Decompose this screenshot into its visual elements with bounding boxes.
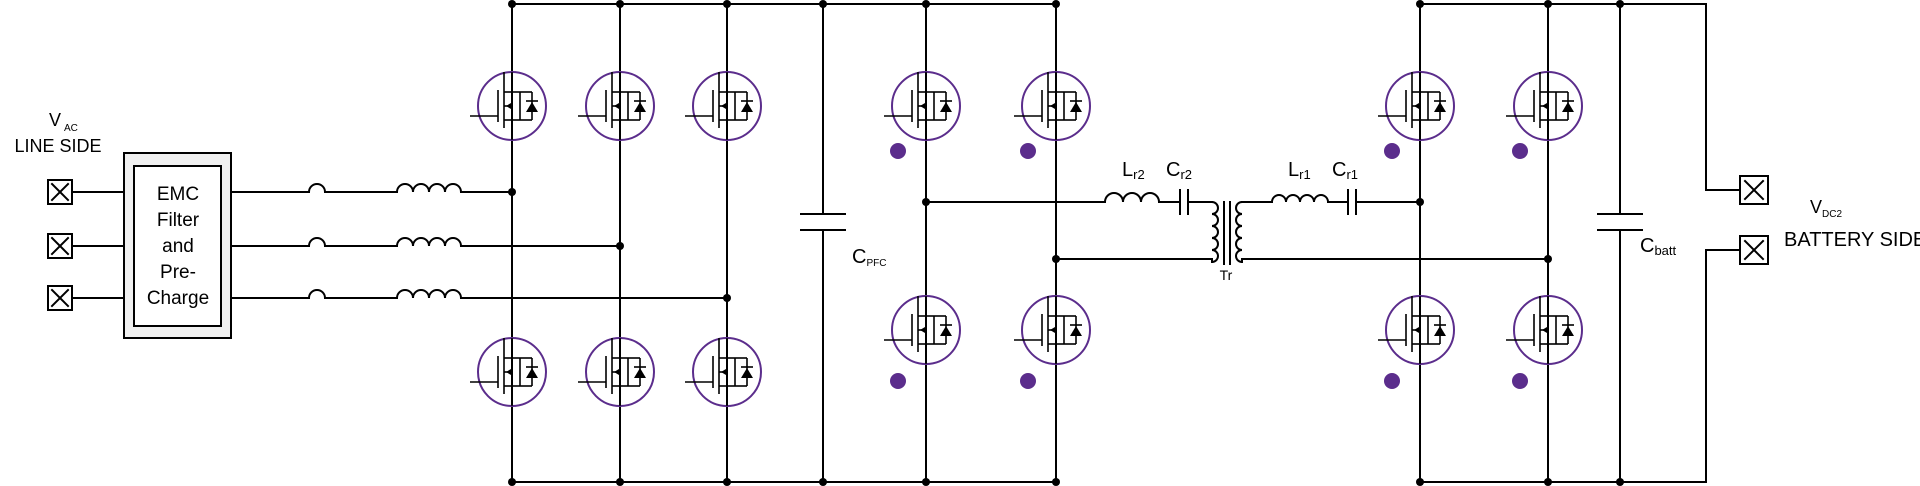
terminal-cross xyxy=(50,182,70,202)
mosfet-switch xyxy=(684,337,762,407)
boost-inductor xyxy=(396,183,462,193)
cpfc-label-sub: PFC xyxy=(866,258,886,269)
mosfet-switch xyxy=(1505,71,1583,141)
transformer-label: Tr xyxy=(1220,267,1233,283)
cbatt-label-main: C xyxy=(1640,235,1654,257)
mosfet-switch xyxy=(1505,295,1583,365)
transformer-primary xyxy=(1211,201,1219,263)
boost-inductor xyxy=(396,237,462,247)
battery-wire xyxy=(1705,4,1740,191)
polarity-dot xyxy=(1020,143,1036,159)
junction-dot xyxy=(819,478,827,486)
junction-dot xyxy=(1544,255,1552,263)
cr2-label: Cr2 xyxy=(1166,159,1192,182)
junction-dot xyxy=(1416,198,1424,206)
mosfet-switch xyxy=(1377,71,1455,141)
emc-box-inner xyxy=(133,165,222,327)
polarity-dot xyxy=(1384,373,1400,389)
lr2-label-sub: r2 xyxy=(1133,167,1145,182)
junction-dot xyxy=(1052,478,1060,486)
lr1-inductor xyxy=(1271,194,1329,203)
polarity-dot xyxy=(1512,373,1528,389)
cr1-label-sub: r1 xyxy=(1346,167,1358,182)
mosfet-switch xyxy=(1377,295,1455,365)
junction-dot xyxy=(819,0,827,8)
boost-inductor xyxy=(396,289,462,299)
junction-dot xyxy=(1616,0,1624,8)
junction-dot xyxy=(508,0,516,8)
mosfet-switch xyxy=(883,295,961,365)
junction-dot xyxy=(508,478,516,486)
junction-dot xyxy=(616,478,624,486)
terminal-cross xyxy=(50,288,70,308)
cbatt-label-sub: batt xyxy=(1654,243,1676,258)
polarity-dot xyxy=(1384,143,1400,159)
polarity-dot xyxy=(890,373,906,389)
cr2-label-sub: r2 xyxy=(1180,167,1192,182)
cpfc-label-main: C xyxy=(852,246,866,268)
junction-dot xyxy=(1544,478,1552,486)
mosfet-switch xyxy=(577,337,655,407)
junction-dot xyxy=(1416,478,1424,486)
mosfet-switch xyxy=(883,71,961,141)
polarity-dot xyxy=(1512,143,1528,159)
terminal-cross xyxy=(1743,179,1765,201)
line-side-label: LINE SIDE xyxy=(14,136,101,156)
lr2-inductor xyxy=(1104,192,1160,203)
emc-box-text: Filter xyxy=(157,210,200,231)
mosfet-switch xyxy=(469,71,547,141)
lr1-label: Lr1 xyxy=(1288,159,1311,182)
terminal-cross xyxy=(1743,239,1765,261)
junction-dot xyxy=(922,478,930,486)
lr1-label-main: L xyxy=(1288,159,1299,181)
wire-crossover xyxy=(308,237,326,247)
battery-side-v: V xyxy=(1810,197,1822,217)
lr2-label: Lr2 xyxy=(1122,159,1145,182)
junction-dot xyxy=(723,478,731,486)
emc-box-text: and xyxy=(162,236,194,257)
lr2-label-main: L xyxy=(1122,159,1133,181)
mosfet-switch xyxy=(469,337,547,407)
emc-box-text: Pre- xyxy=(160,262,196,283)
emc-box-text: Charge xyxy=(147,288,209,309)
emc-box-text: EMC xyxy=(157,184,199,205)
mosfet-switch xyxy=(1013,71,1091,141)
lr1-label-sub: r1 xyxy=(1299,167,1311,182)
transformer-secondary xyxy=(1235,201,1243,263)
terminal-cross xyxy=(50,236,70,256)
line-side-v-sub: AC xyxy=(64,123,78,134)
line-side-v: V xyxy=(49,110,61,130)
junction-dot xyxy=(922,0,930,8)
junction-dot xyxy=(1616,478,1624,486)
junction-dot xyxy=(1416,0,1424,8)
mosfet-switch xyxy=(1013,295,1091,365)
junction-dot xyxy=(1544,0,1552,8)
junction-dot xyxy=(616,0,624,8)
junction-dot xyxy=(723,0,731,8)
cbatt-label: Cbatt xyxy=(1640,235,1677,258)
cpfc-label: CPFC xyxy=(852,246,886,269)
polarity-dot xyxy=(890,143,906,159)
mosfet-switch xyxy=(684,71,762,141)
wire-crossover xyxy=(308,183,326,193)
wire-crossover xyxy=(308,289,326,299)
cr1-label-main: C xyxy=(1332,159,1346,181)
cr2-label-main: C xyxy=(1166,159,1180,181)
mosfet-switch xyxy=(577,71,655,141)
battery-wire xyxy=(1705,249,1740,482)
cr1-label: Cr1 xyxy=(1332,159,1358,182)
junction-dot xyxy=(1052,0,1060,8)
battery-side-label: BATTERY SIDE xyxy=(1784,229,1920,251)
polarity-dot xyxy=(1020,373,1036,389)
battery-side-v-sub: DC2 xyxy=(1822,209,1842,220)
